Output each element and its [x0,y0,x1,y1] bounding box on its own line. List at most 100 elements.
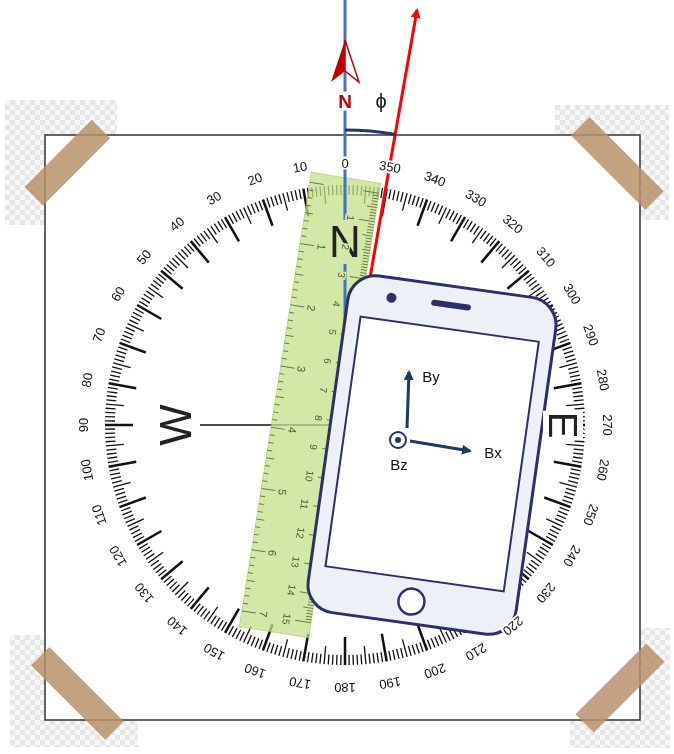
degree-number: 170 [287,675,313,692]
tick-mark [363,191,379,194]
tick-mark [568,481,578,483]
tick-mark [365,240,371,242]
tick-mark [258,511,263,513]
tick-mark [156,277,164,283]
tick-mark [569,477,579,479]
tick-mark [255,526,260,528]
tick-mark [483,233,489,241]
tick-mark [251,637,255,646]
tick-mark [367,206,377,208]
tick-mark [531,560,539,566]
tick-mark [401,648,403,658]
tick-mark [252,550,266,552]
tick-mark [439,635,443,644]
tick-mark [105,436,115,438]
tick-mark [264,473,269,475]
tick-mark [269,442,274,444]
tick-mark [247,206,251,215]
tick-mark [566,359,576,362]
tick-mark [290,305,304,307]
tick-mark [106,400,116,401]
tick-mark [552,526,561,530]
tick-mark [115,355,125,358]
tick-mark [106,440,116,442]
tick-mark [524,570,532,576]
tick-mark [373,653,374,663]
tick-mark [299,189,301,199]
tick-mark [249,564,254,566]
tick-mark [275,645,278,655]
tick-mark [197,606,203,614]
tick-mark [127,324,143,332]
tick-mark [270,434,275,436]
tick-mark [221,219,226,228]
tick-mark [402,639,407,656]
tick-mark [562,500,571,503]
tick-mark [242,611,256,613]
tick-mark [214,618,219,626]
tick-mark [536,554,544,560]
tick-mark [251,204,255,213]
tick-mark [292,297,297,299]
ruler-number: 4 [331,299,342,308]
tick-mark [570,473,580,475]
tick-mark [250,557,255,559]
tick-mark [263,480,268,482]
tick-mark [110,473,120,475]
tick-mark [272,419,277,421]
tick-mark [309,189,314,191]
tick-mark [291,649,293,659]
tick-mark [393,190,395,200]
tick-mark [114,488,124,491]
tick-mark [111,371,121,373]
tick-mark [135,309,144,314]
tick-mark [457,215,462,224]
tick-mark [279,646,282,656]
angle-symbol: ϕ [374,91,387,111]
tick-mark [271,197,274,207]
tick-mark [119,343,145,353]
tick-mark [507,271,528,289]
tick-mark [449,211,454,220]
tick-mark [573,453,583,454]
tick-mark [254,534,259,536]
tick-mark [287,192,289,202]
tick-mark [129,526,138,530]
tick-mark [356,655,358,665]
tick-mark [109,462,137,467]
tick-mark [305,619,311,621]
tick-mark [271,427,285,429]
tick-mark [299,251,304,253]
tick-mark [153,563,161,569]
tick-mark [201,233,207,241]
tick-mark [295,190,297,200]
tick-mark [247,635,251,644]
tick-mark [265,465,270,467]
tick-mark [287,648,289,658]
tick-mark [299,651,301,661]
tick-mark [121,507,130,511]
tick-mark [113,363,130,368]
tick-mark [418,624,428,650]
tick-mark [108,461,118,463]
tick-mark [107,396,117,397]
tape-background [5,100,670,748]
tick-mark [363,258,369,260]
ruler-number: 7 [317,385,328,394]
tick-mark [204,611,210,619]
tick-mark [295,620,311,623]
tick-mark [133,533,142,538]
tick-mark [467,221,472,229]
tick-mark [364,246,370,248]
tick-mark [502,255,515,268]
tick-mark [117,496,127,499]
ruler-number: 2 [305,303,317,313]
tick-mark [571,469,581,471]
tick-mark [540,547,548,552]
tick-mark [570,375,580,377]
tick-mark [574,408,584,410]
axes [390,372,470,451]
tick-mark [109,383,137,388]
tick-mark [362,235,372,237]
tick-mark [117,351,127,354]
